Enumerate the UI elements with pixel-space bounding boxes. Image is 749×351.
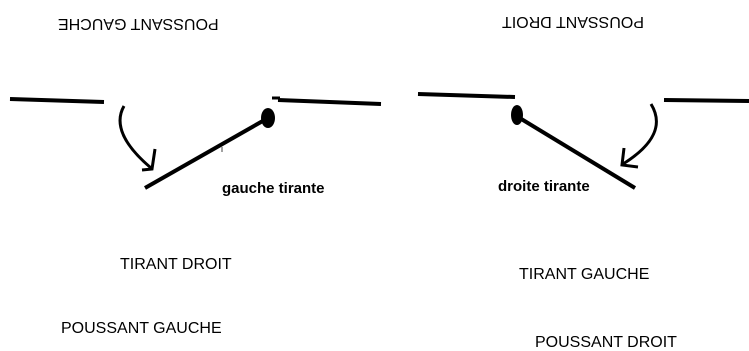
right-arrowhead: [620, 147, 639, 169]
left-hinge-label: gauche tirante: [222, 180, 325, 197]
right-wall-left: [417, 92, 516, 99]
right-lower-label-2: POUSSANT DROIT: [535, 334, 677, 351]
right-wall-right: [663, 98, 749, 103]
right-swing-arrow: [622, 103, 658, 166]
right-hinge-label: droite tirante: [498, 178, 590, 195]
left-lower-label-1: TIRANT DROIT: [120, 256, 232, 273]
right-lower-label-1: TIRANT GAUCHE: [519, 266, 650, 283]
right-door-leaf: [516, 115, 637, 190]
left-door-leaf: [144, 116, 269, 190]
right-inverted-label: POUSSANT DROIT: [502, 13, 644, 30]
left-swing-arrow: [118, 105, 152, 170]
left-arrowhead: [141, 148, 157, 172]
left-inverted-label: POUSSANT GAUCHE: [58, 15, 219, 32]
left-lower-label-2: POUSSANT GAUCHE: [61, 320, 222, 337]
left-wall-right: [277, 98, 382, 106]
left-wall-left: [9, 97, 105, 104]
right-hinge-dot: [511, 105, 523, 125]
left-hinge-dot: [261, 108, 275, 128]
